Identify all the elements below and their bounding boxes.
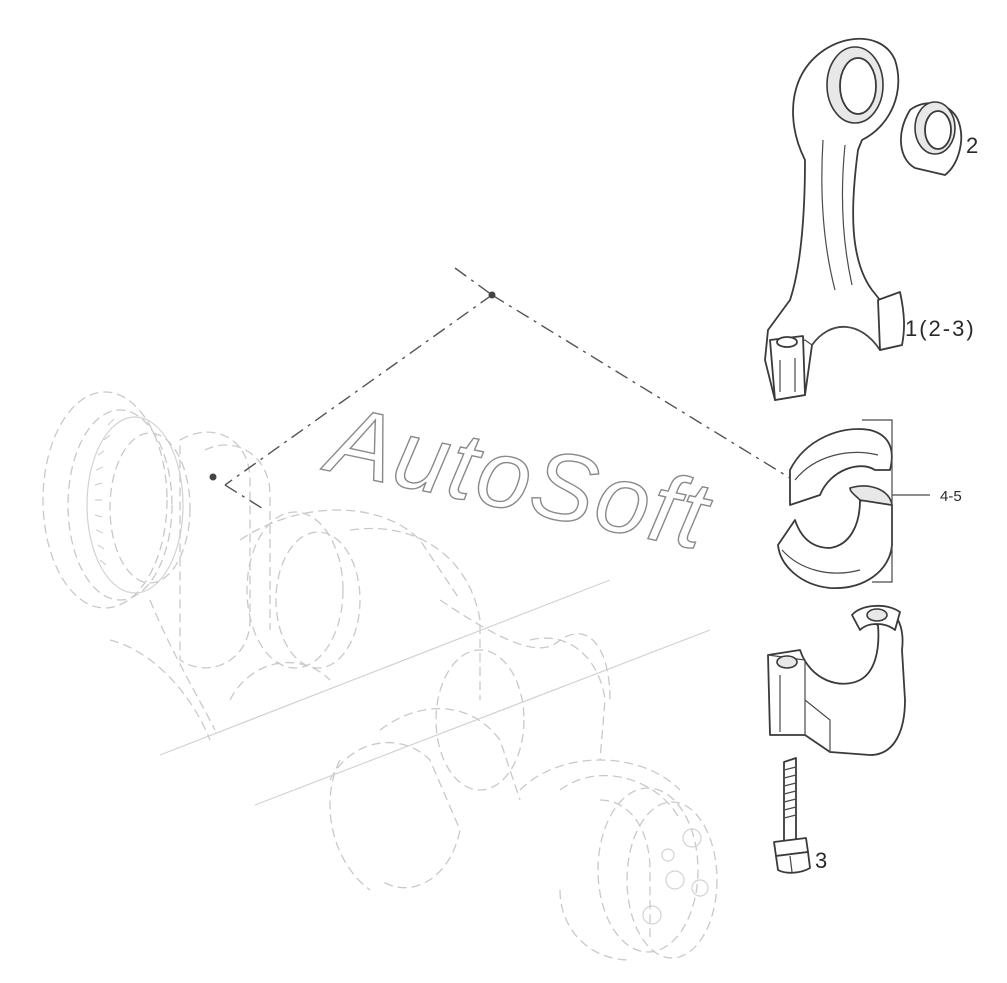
watermark: AutoSoft	[315, 384, 721, 571]
crankshaft-gear	[42, 391, 191, 609]
bearing-shells[interactable]	[777, 419, 930, 589]
assembly-axis	[209, 267, 791, 511]
crankshaft-flange	[519, 759, 718, 961]
callout-connecting-rod: 1(2-3)	[905, 316, 976, 341]
callout-bushing: 2	[966, 133, 980, 158]
bolt[interactable]	[773, 757, 811, 874]
bushing[interactable]	[900, 101, 962, 176]
crankshaft-webs	[109, 431, 711, 891]
callout-bearing-shells: 4-5	[940, 488, 962, 505]
callout-bolt: 3	[815, 848, 829, 873]
connecting-rod[interactable]	[764, 38, 905, 401]
bearing-cap[interactable]	[767, 605, 906, 756]
crankshaft-ghost	[42, 391, 718, 961]
watermark-text: AutoSoft	[316, 385, 720, 571]
